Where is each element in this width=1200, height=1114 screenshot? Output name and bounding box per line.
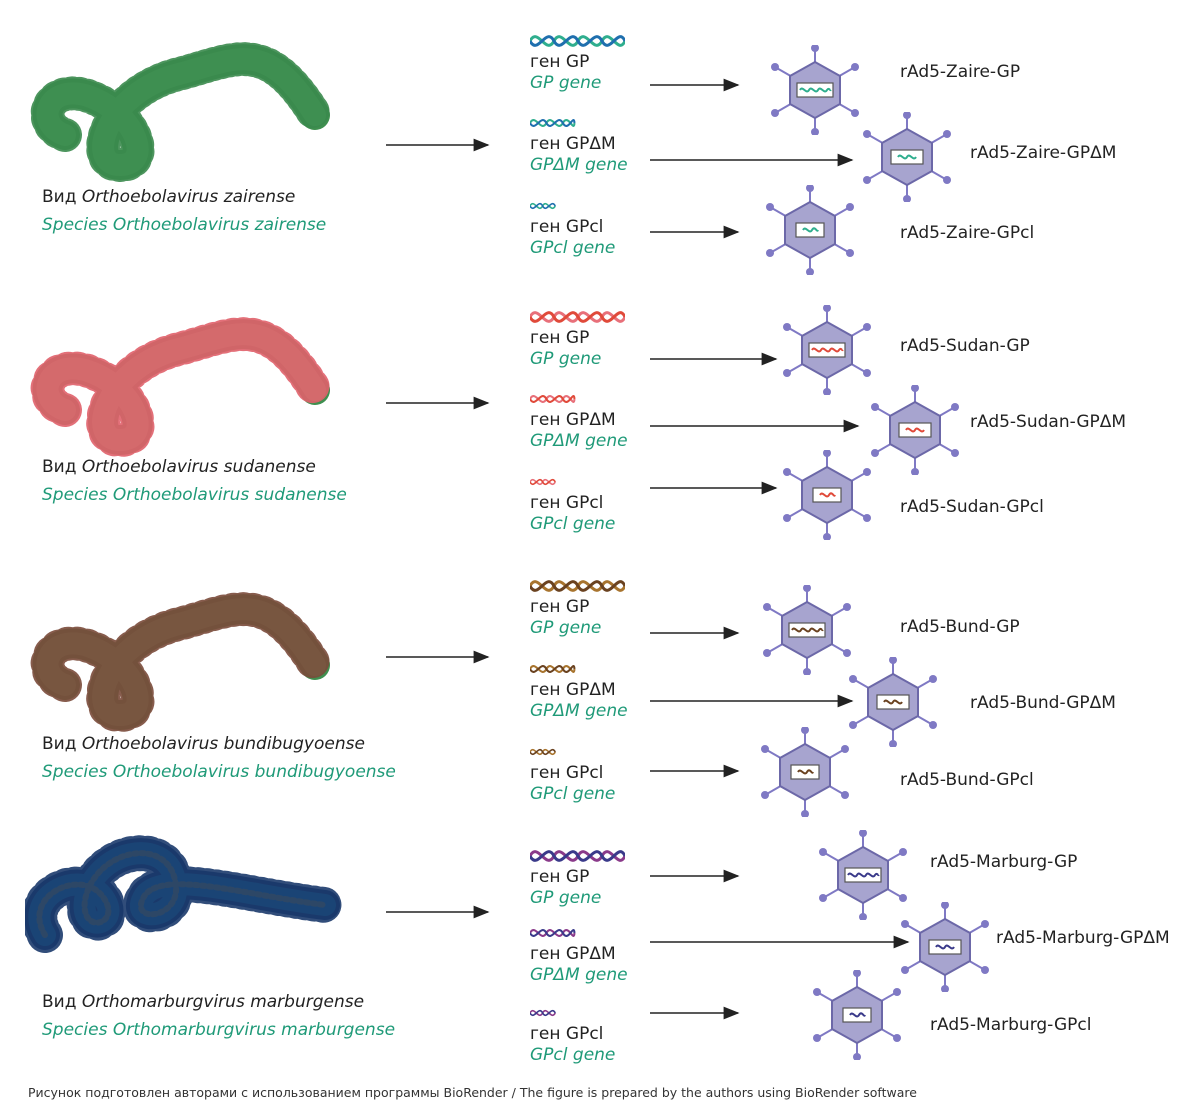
connector-arrows [386,626,854,778]
species-name: Orthoebolavirus bundibugyoense [81,734,365,754]
connector-arrows [386,78,854,239]
gene-gpdm: ген GPΔM GPΔM gene [530,658,640,722]
vector-label: rAd5-Bund-GPcl [900,770,1034,790]
species-name: Orthoebolavirus sudanense [81,457,316,477]
vector-label: rAd5-Marburg-GPcl [930,1015,1092,1035]
gene-gp: ген GP GP gene [530,30,640,94]
species-name-en: Species Orthoebolavirus zairense [42,215,327,235]
adenovirus-vector-icon [849,657,937,747]
adenovirus-vector-icon [763,585,851,675]
gene-name-en: GPΔM gene [530,431,628,451]
species-name: Orthomarburgvirus marburgense [81,992,365,1012]
vector-label: rAd5-Zaire-GP [900,62,1021,82]
gene-name-en: GP gene [530,618,602,638]
gene-gp: ген GP GP gene [530,306,640,370]
gene-gp: ген GP GP gene [530,575,640,639]
adenovirus-vector-icon [766,185,854,275]
dna-icon [530,580,625,592]
vector-label: rAd5-Sudan-GPcl [900,497,1044,517]
species-label: Вид Orthoebolavirus sudanense Species Or… [42,453,347,509]
species-name-en: Species Orthoebolavirus sudanense [42,485,347,505]
dna-icon [530,1009,556,1017]
gene-name-en: GPΔM gene [530,701,628,721]
connector-arrows [386,352,860,495]
gene-gpdm: ген GPΔM GPΔM gene [530,922,640,986]
ebola-virus-icon [30,592,332,733]
adenovirus-vector-icon [901,902,989,992]
gene-name-ru: ген GP [530,328,590,348]
gene-name-en: GPΔM gene [530,965,628,985]
gene-name-ru: ген GPΔM [530,680,616,700]
gene-name-en: GP gene [530,349,602,369]
species-label: Вид Orthomarburgvirus marburgense Specie… [42,988,395,1044]
gene-name-ru: ген GPcl [530,217,604,237]
gene-name-en: GP gene [530,73,602,93]
species-label: Вид Orthoebolavirus zairense Species Ort… [42,183,326,239]
gene-gp: ген GP GP gene [530,845,640,909]
ebola-virus-icon [30,42,332,183]
vector-label: rAd5-Sudan-GPΔM [970,412,1127,432]
dna-icon [530,395,576,403]
gene-name-en: GPcl gene [530,514,616,534]
vector-label: rAd5-Bund-GP [900,617,1020,637]
gene-name-ru: ген GPΔM [530,944,616,964]
gene-gpcl: ген GPcl GPcl gene [530,195,640,259]
gene-name-ru: ген GP [530,52,590,72]
species-prefix: Вид [42,734,77,754]
gene-name-en: GPΔM gene [530,155,628,175]
gene-name-en: GP gene [530,888,602,908]
vector-label: rAd5-Zaire-GPΔM [970,143,1117,163]
gene-name-en: GPcl gene [530,784,616,804]
gene-name-ru: ген GP [530,867,590,887]
gene-gpdm: ген GPΔM GPΔM gene [530,112,640,176]
marburg-virus-icon [25,835,343,953]
dna-icon [530,929,576,937]
species-prefix: Вид [42,457,77,477]
vector-label: rAd5-Bund-GPΔM [970,693,1116,713]
gene-gpcl: ген GPcl GPcl gene [530,1002,640,1066]
species-name-en: Species Orthomarburgvirus marburgense [42,1020,396,1040]
gene-name-ru: ген GP [530,597,590,617]
gene-name-ru: ген GPcl [530,1024,604,1044]
dna-icon [530,119,576,127]
gene-gpcl: ген GPcl GPcl gene [530,741,640,805]
gene-name-en: GPcl gene [530,238,616,258]
gene-name-ru: ген GPΔM [530,410,616,430]
gene-name-ru: ген GPcl [530,763,604,783]
dna-icon [530,35,625,47]
adenovirus-vector-icon [863,112,951,202]
adenovirus-vector-icon [761,727,849,817]
species-name-en: Species Orthoebolavirus bundibugyoense [42,762,396,782]
dna-icon [530,748,556,756]
dna-icon [530,850,625,862]
dna-icon [530,202,556,210]
dna-icon [530,311,625,323]
gene-name-ru: ген GPcl [530,493,604,513]
adenovirus-vector-icon [813,970,901,1060]
species-prefix: Вид [42,992,77,1012]
gene-gpdm: ген GPΔM GPΔM gene [530,388,640,452]
connector-arrows [386,869,910,1020]
adenovirus-vector-icon [783,305,871,395]
gene-name-ru: ген GPΔM [530,134,616,154]
dna-icon [530,478,556,486]
species-name: Orthoebolavirus zairense [81,187,296,207]
vector-label: rAd5-Marburg-GPΔM [996,928,1170,948]
vector-label: rAd5-Sudan-GP [900,336,1030,356]
species-prefix: Вид [42,187,77,207]
adenovirus-vector-icon [783,450,871,540]
vector-label: rAd5-Zaire-GPcl [900,223,1035,243]
adenovirus-vector-icon [871,385,959,475]
figure-caption: Рисунок подготовлен авторами с использов… [28,1085,917,1100]
gene-name-en: GPcl gene [530,1045,616,1065]
gene-gpcl: ген GPcl GPcl gene [530,471,640,535]
adenovirus-vector-icon [819,830,907,920]
species-label: Вид Orthoebolavirus bundibugyoense Speci… [42,730,396,786]
ebola-virus-icon [30,317,332,458]
vector-label: rAd5-Marburg-GP [930,852,1078,872]
adenovirus-vector-icon [771,45,859,135]
dna-icon [530,665,576,673]
